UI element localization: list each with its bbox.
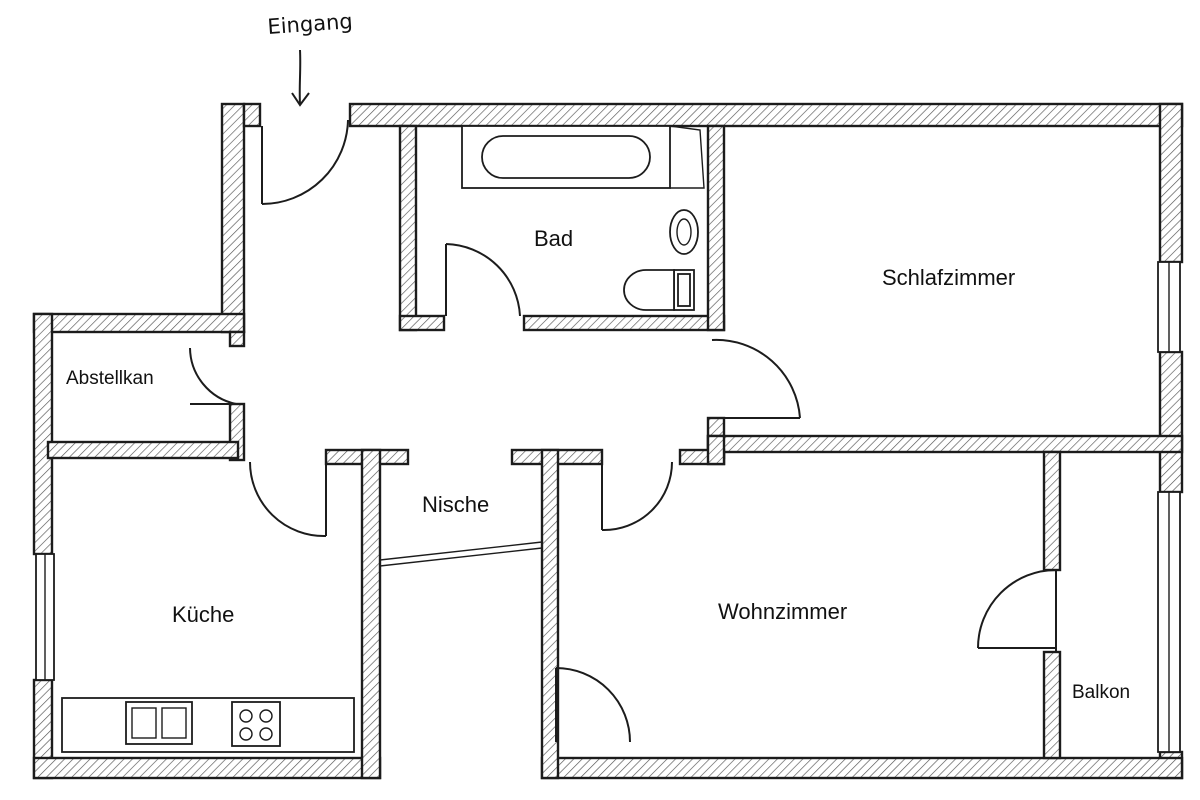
room-label-kueche: Küche — [172, 602, 234, 627]
bad-door[interactable] — [445, 243, 521, 317]
balkon-door[interactable] — [977, 569, 1057, 652]
wohnzimmer-door[interactable] — [601, 461, 673, 532]
room-label-abstellkammer: Abstellkan — [66, 368, 154, 389]
kitchen-counter — [61, 697, 355, 753]
doors — [189, 119, 1057, 743]
entrance-door[interactable] — [261, 119, 349, 205]
room-label-wohnzimmer: Wohnzimmer — [718, 599, 847, 624]
toilet — [623, 269, 695, 311]
schlafzimmer-door[interactable] — [711, 338, 801, 419]
kueche-door[interactable] — [249, 461, 327, 538]
bathtub — [461, 125, 705, 189]
room-label-bad: Bad — [534, 226, 573, 251]
nische-separator — [379, 541, 543, 567]
windows — [35, 261, 1181, 753]
entrance-label: Eingang — [267, 9, 354, 39]
room-label-balkon: Balkon — [1072, 682, 1130, 703]
wohnzimmer-side-door[interactable] — [555, 667, 631, 743]
room-label-nische: Nische — [422, 492, 489, 517]
outer-walls — [32, 102, 1184, 780]
sink-bad — [669, 209, 699, 255]
abstellkammer-door[interactable] — [189, 347, 237, 405]
room-label-schlafzimmer: Schlafzimmer — [882, 265, 1015, 290]
entrance-arrow-icon — [291, 49, 310, 107]
interior-walls — [46, 124, 1184, 780]
